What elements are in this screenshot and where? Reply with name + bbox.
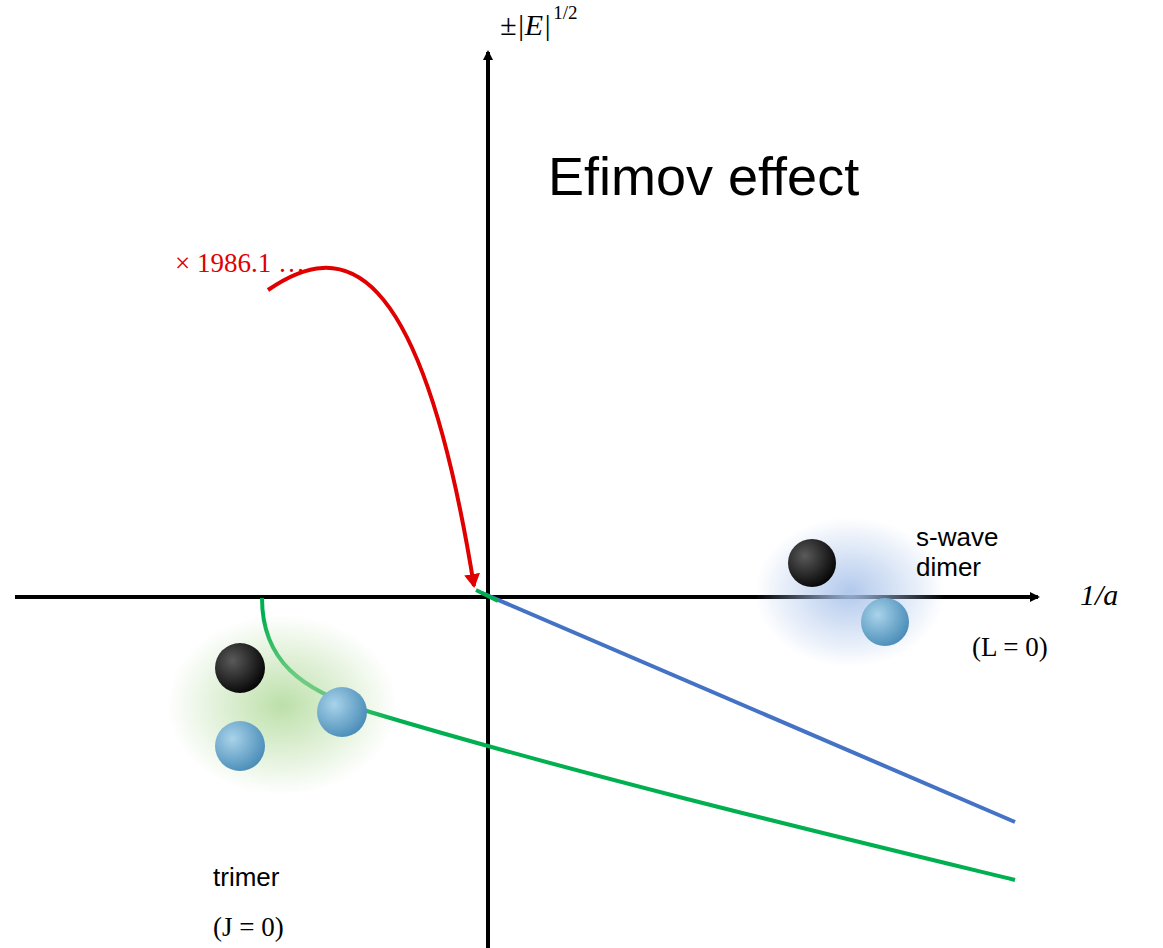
black-particle bbox=[215, 643, 265, 693]
trimer-glow bbox=[167, 615, 397, 795]
scale-factor: × 1986.1 … bbox=[175, 248, 305, 279]
scaling-arrow bbox=[268, 268, 474, 586]
dimer-label: s-wave dimer bbox=[916, 523, 1016, 583]
quantum-number: (L = 0) bbox=[972, 632, 1048, 663]
y-axis bbox=[486, 52, 490, 948]
trimer-curve-next bbox=[476, 590, 498, 601]
dimer-curve bbox=[482, 593, 1015, 822]
blue-particle bbox=[317, 687, 367, 737]
axis-exponent: 1/2 bbox=[553, 2, 577, 24]
blue-particle bbox=[861, 598, 909, 646]
blue-particle bbox=[215, 721, 265, 771]
plot-title: Efimov effect bbox=[548, 145, 859, 207]
axis-label: 1/a bbox=[1080, 578, 1118, 613]
quantum-number: (J = 0) bbox=[213, 912, 284, 943]
black-particle bbox=[788, 539, 836, 587]
axis-label: ±|E| bbox=[500, 8, 551, 43]
trimer-label: trimer bbox=[213, 863, 279, 893]
